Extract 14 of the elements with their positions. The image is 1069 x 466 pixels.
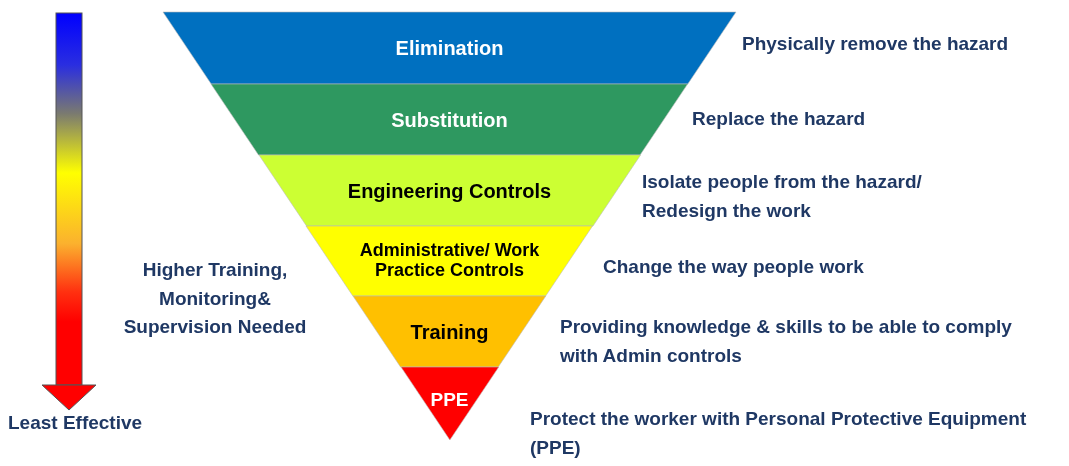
band-label: PPE	[430, 389, 469, 411]
band-label: Engineering Controls	[347, 179, 552, 202]
band-label: Elimination	[395, 37, 504, 59]
description-text: Physically remove the hazard	[742, 32, 1009, 56]
band-label: Substitution	[391, 108, 508, 131]
description-text: Protect the worker with Personal Protective Equipment (PPE)	[530, 407, 1028, 460]
description-text: Providing knowledge & skills to be able to comply with Admin controls	[560, 315, 1013, 368]
note-text: Higher Training, Monitoring& Supervision Needed	[122, 258, 308, 339]
scale-label: Least Effective	[8, 411, 144, 435]
band-label: Training	[410, 320, 489, 343]
description-text: Isolate people from the hazard/ Redesign the work	[642, 170, 923, 223]
band-label: Administrative/ Work Practice Controls	[358, 241, 541, 281]
description-text: Change the way people work	[603, 255, 864, 279]
description-text: Replace the hazard	[692, 107, 866, 131]
